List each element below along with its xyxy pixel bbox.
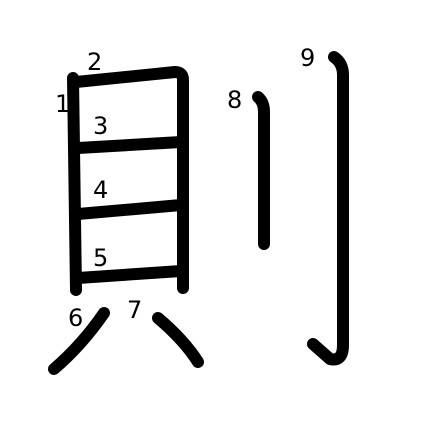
stroke-4 <box>72 199 187 220</box>
stroke-number-1: 1 <box>55 90 70 118</box>
stroke-5 <box>72 265 187 284</box>
stroke-number-7: 7 <box>127 296 142 324</box>
stroke-number-2: 2 <box>87 48 102 76</box>
stroke-2 <box>70 66 189 294</box>
stroke-8 <box>252 91 270 250</box>
stroke-number-8: 8 <box>227 86 242 114</box>
stroke-7 <box>152 312 204 368</box>
stroke-number-6: 6 <box>68 304 83 332</box>
stroke-6 <box>48 307 110 375</box>
stroke-number-9: 9 <box>300 44 315 72</box>
stroke-3 <box>72 136 187 154</box>
stroke-number-5: 5 <box>93 244 108 272</box>
stroke-number-4: 4 <box>93 176 108 204</box>
stroke-1 <box>67 72 82 296</box>
stroke-9 <box>307 51 349 366</box>
stroke-number-3: 3 <box>93 112 108 140</box>
